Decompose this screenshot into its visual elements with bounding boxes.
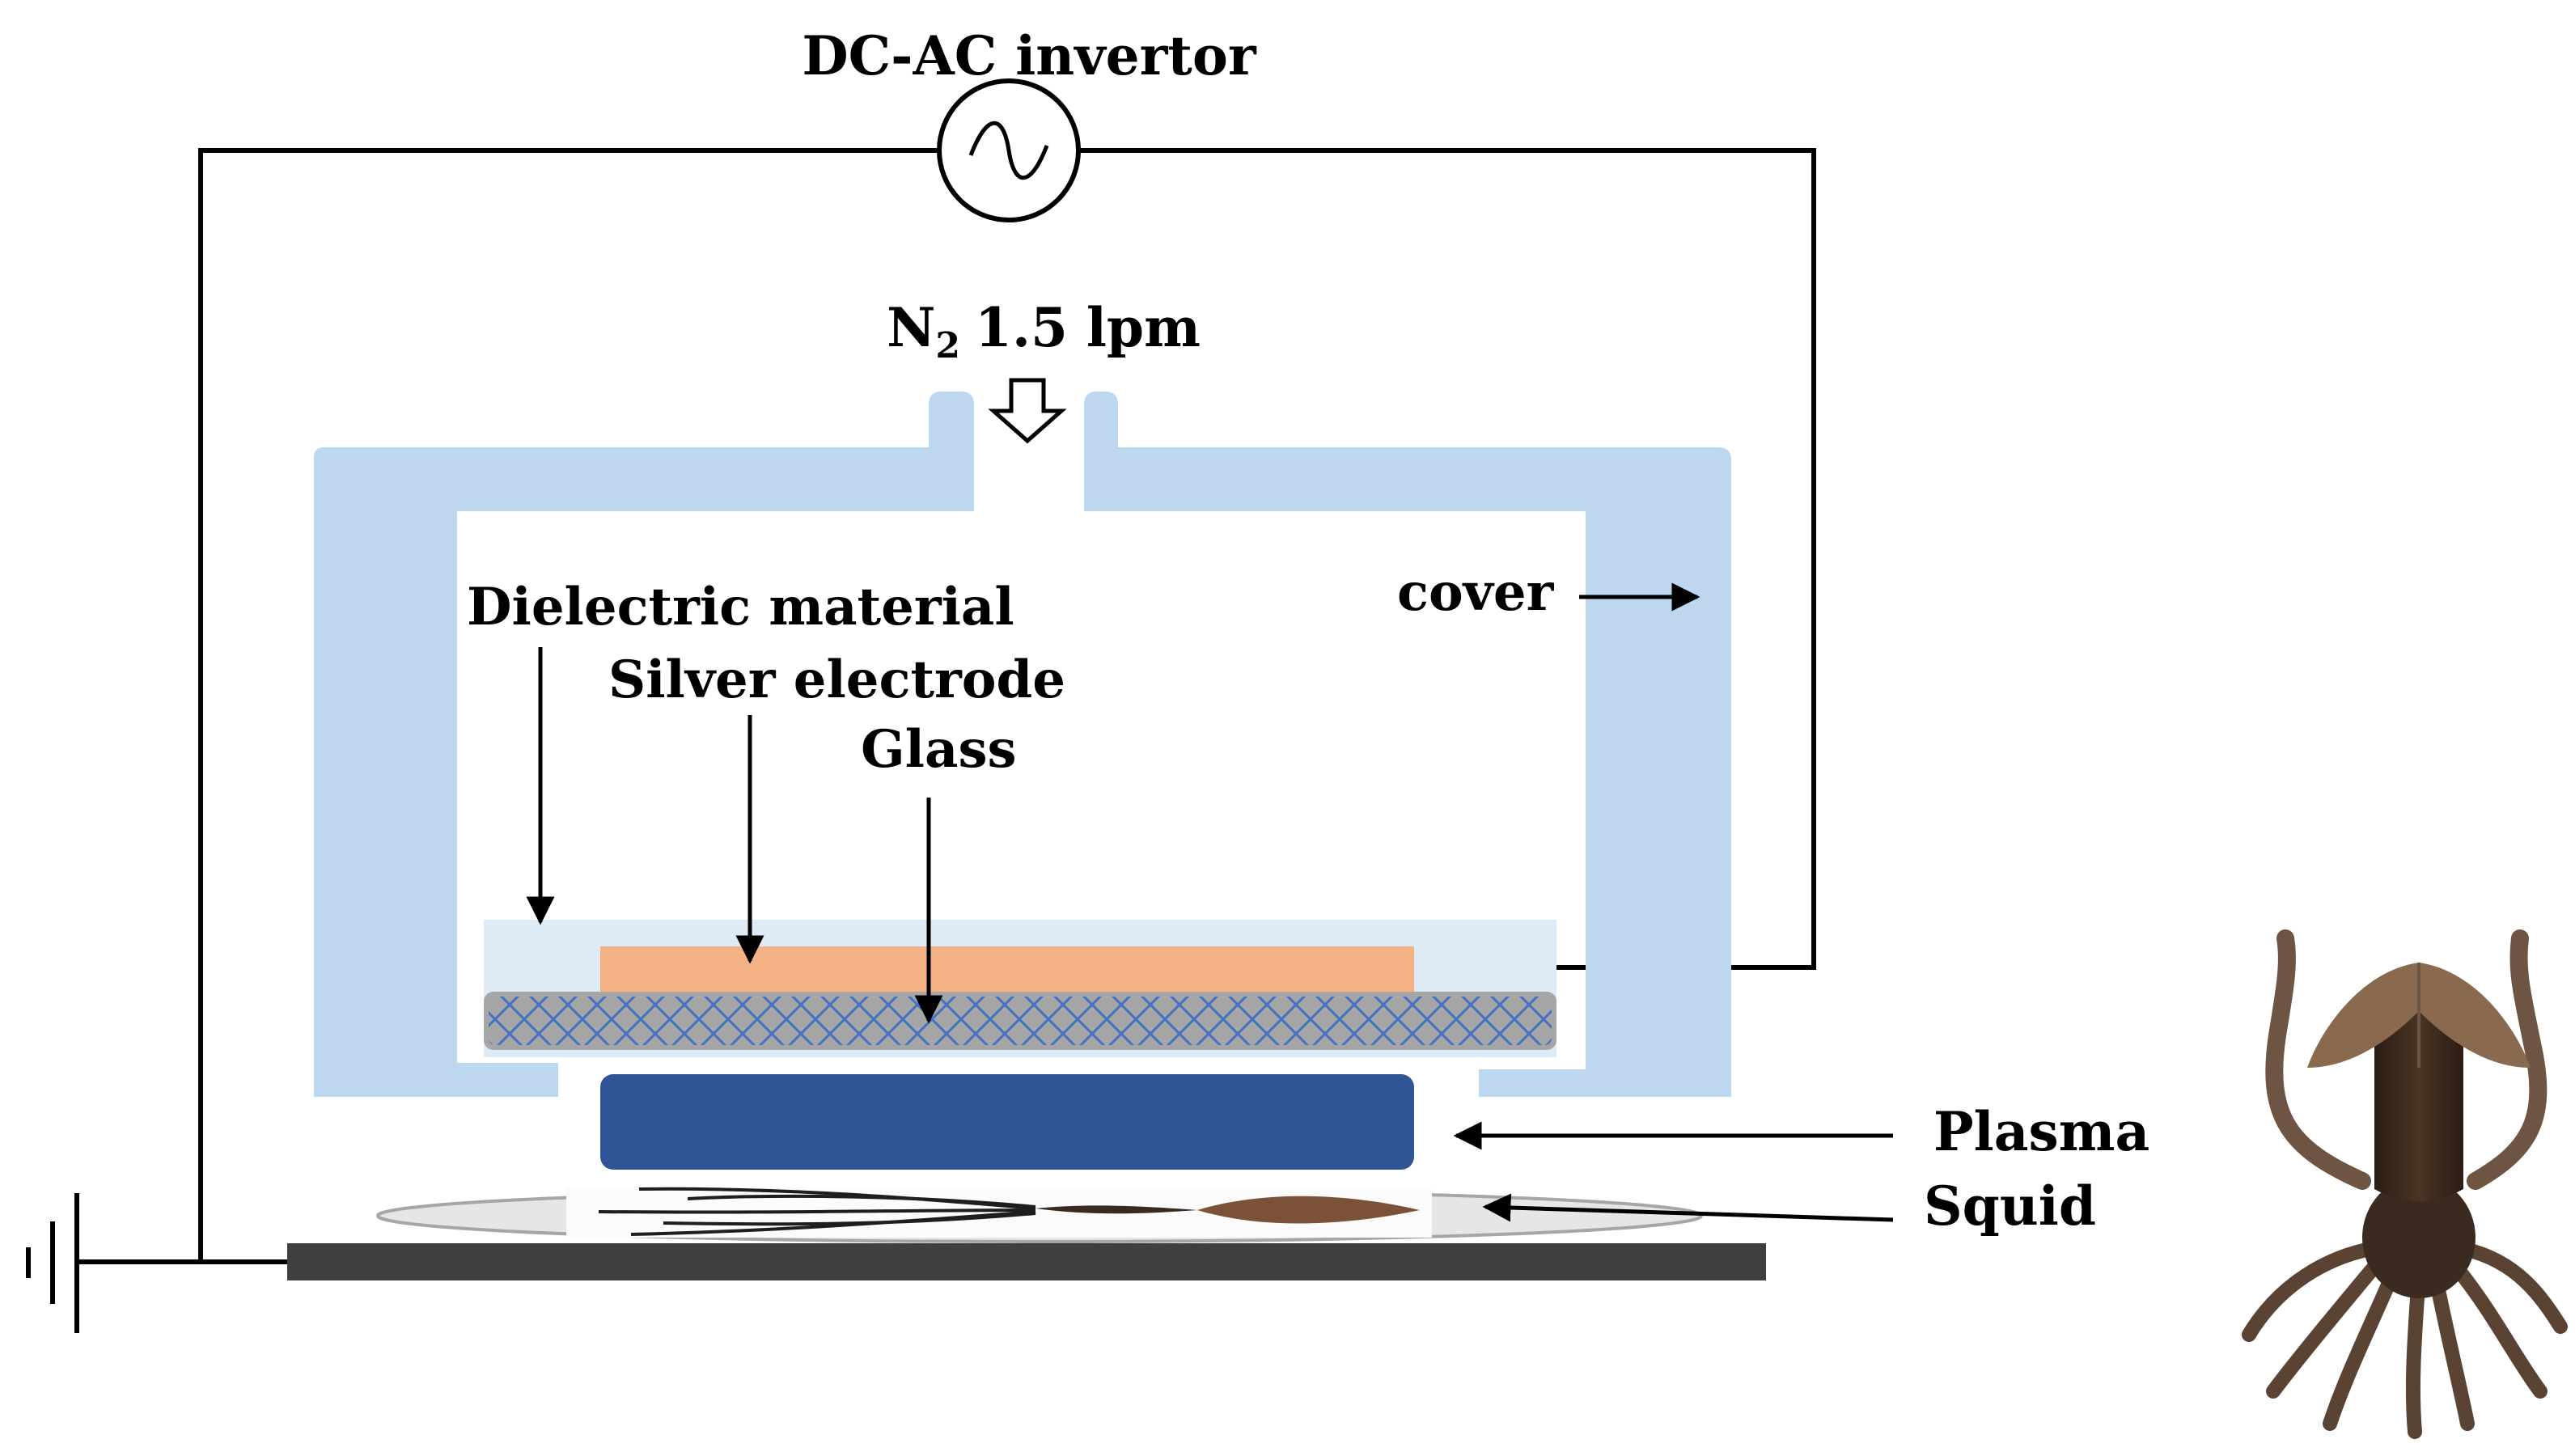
plasma-region: [600, 1074, 1414, 1170]
squid-icon: [598, 1187, 1420, 1236]
cover-label: cover: [1397, 562, 1555, 623]
cover-housing-right: [1084, 392, 1731, 1097]
sine-wave-source-icon: [937, 78, 1081, 222]
glass-hatch: [489, 997, 1552, 1045]
glass-label: Glass: [861, 719, 1017, 780]
ground-icon: [26, 1193, 79, 1333]
gas-prefix: N: [887, 296, 935, 359]
gas-flow-label: N2 1.5 lpm: [887, 296, 1201, 366]
cover-housing: [314, 392, 974, 1097]
silver-electrode-label: Silver electrode: [608, 650, 1065, 710]
ground-base-plate: [287, 1243, 1766, 1280]
squid-photo-icon: [2242, 929, 2568, 1439]
gas-flow-value: 1.5 lpm: [975, 296, 1201, 359]
silver-electrode: [600, 946, 1414, 995]
gas-subscript: 2: [935, 325, 960, 366]
squid-label: Squid: [1924, 1175, 2096, 1238]
down-arrow-icon: [988, 378, 1067, 444]
wire-right: [1078, 148, 1816, 970]
inverter-label: DC-AC invertor: [802, 24, 1257, 87]
dielectric-label: Dielectric material: [467, 577, 1014, 637]
plasma-label: Plasma: [1933, 1100, 2149, 1163]
wire-left: [198, 148, 940, 1262]
squid-arrow: [1482, 1193, 1894, 1222]
